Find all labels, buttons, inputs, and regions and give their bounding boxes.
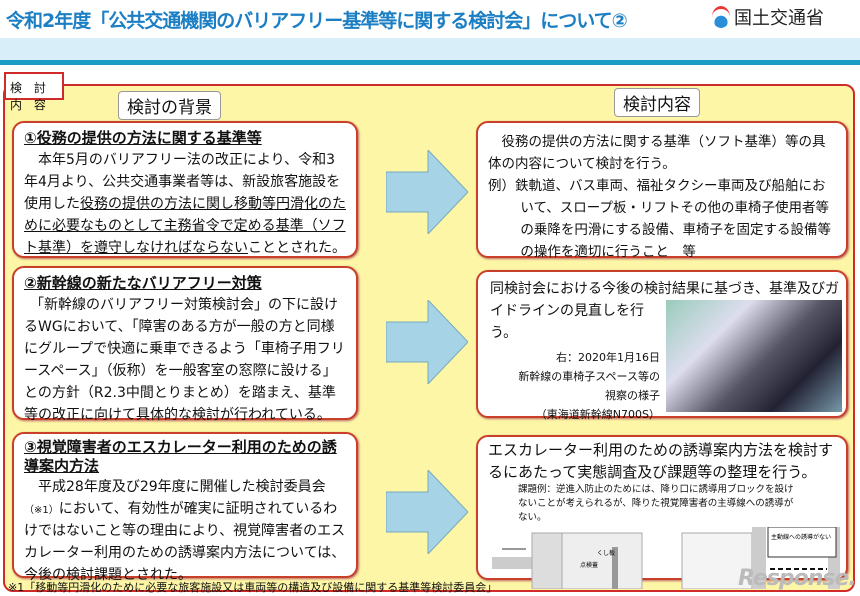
- footnote: ※1「移動等円滑化のために必要な旅客施設又は車両等の構造及び設備に関する基準等検…: [8, 581, 498, 594]
- background-item-2: ②新幹線の新たなバリアフリー対策 「新幹線のバリアフリー対策検討会」の下に設ける…: [12, 266, 358, 423]
- background-item-1: ①役務の提供の方法に関する基準等 本年5月のバリアフリー法の改正により、令和3年…: [12, 121, 358, 258]
- page-title: 令和2年度「公共交通機関のバリアフリー基準等に関する検討会」について②: [6, 10, 628, 32]
- svg-text:点検蓋: 点検蓋: [580, 561, 598, 569]
- watermark: Response.: [738, 566, 857, 591]
- ministry-name: 国土交通省: [734, 8, 824, 29]
- issue-example: 課題例：逆進入防止のためには、降り口に誘導用ブロックを設けないことが考えられるが…: [518, 484, 794, 523]
- header-divider: [0, 60, 860, 65]
- text-photo-area: 同検討会における今後の検討結果に基づき、基準及びガイドラインの見直しを行う。: [490, 278, 842, 414]
- svg-text:主動線への誘導がない: 主動線への誘導がない: [771, 533, 831, 541]
- section-label: 検 討 内 容: [4, 72, 64, 112]
- item-heading: ③視覚障害者のエスカレーター利用のための誘導案内方法: [24, 438, 337, 475]
- item-text: 同検討会における今後の検討結果に基づき、基準及びガイドラインの見直しを行う。: [490, 281, 840, 341]
- svg-text:くし板: くし板: [597, 549, 615, 557]
- arrow-right-icon: [386, 300, 468, 384]
- photo-caption: 右：2020年1月16日 新幹線の車椅子スペース等の 視察の様子 （東海道新幹線…: [490, 348, 660, 424]
- item-heading: ①役務の提供の方法に関する基準等: [24, 129, 262, 147]
- ministry-emblem-icon: [712, 6, 730, 28]
- item-heading: ②新幹線の新たなバリアフリー対策: [24, 274, 262, 292]
- background-item-3: ③視覚障害者のエスカレーター利用のための誘導案内方法 平成28年度及び29年度に…: [12, 432, 358, 583]
- arrow-right-icon: [386, 150, 468, 234]
- item-text: 平成28年度及び29年度に開催した検討委員会（※1）において、有効性が確実に証明…: [24, 479, 346, 583]
- item-text: エスカレーター利用のための誘導案内方法を検討するにあたって実態調査及び課題等の整…: [488, 441, 834, 481]
- header-band: [0, 38, 860, 60]
- item-text: 「新幹線のバリアフリー対策検討会」の下に設けるWGにおいて、「障害のある方が一般…: [24, 297, 345, 423]
- caption-line: 右：2020年1月16日: [556, 351, 660, 364]
- ministry-logo: 国土交通省: [712, 4, 824, 30]
- item-text: 本年5月のバリアフリー法の改正により、令和3年4月より、公共交通事業者等は、新設…: [24, 152, 346, 256]
- escalator-diagram: 点検蓋 くし板 主動線への誘導がない: [492, 527, 840, 589]
- inspection-photo: [666, 300, 842, 412]
- item-example: 例）鉄軌道、バス車両、福祉タクシー車両及び船舶において、スロープ板・リフトその他…: [488, 178, 832, 260]
- content-heading: 検討内容: [614, 88, 700, 117]
- content-item-1: 役務の提供の方法に関する基準（ソフト基準）等の具体の内容について検討を行う。 例…: [476, 121, 848, 260]
- content-item-3: エスカレーター利用のための誘導案内方法を検討するにあたって実態調査及び課題等の整…: [476, 435, 848, 589]
- content-item-2: 同検討会における今後の検討結果に基づき、基準及びガイドラインの見直しを行う。 右…: [476, 270, 848, 421]
- item-text: 役務の提供の方法に関する基準（ソフト基準）等の具体の内容について検討を行う。: [488, 134, 826, 172]
- caption-line: 視察の様子: [605, 389, 660, 402]
- caption-line: 新幹線の車椅子スペース等の: [518, 370, 660, 383]
- caption-line: （東海道新幹線N700S）: [535, 408, 660, 421]
- background-heading: 検討の背景: [118, 91, 221, 120]
- arrow-right-icon: [386, 470, 468, 554]
